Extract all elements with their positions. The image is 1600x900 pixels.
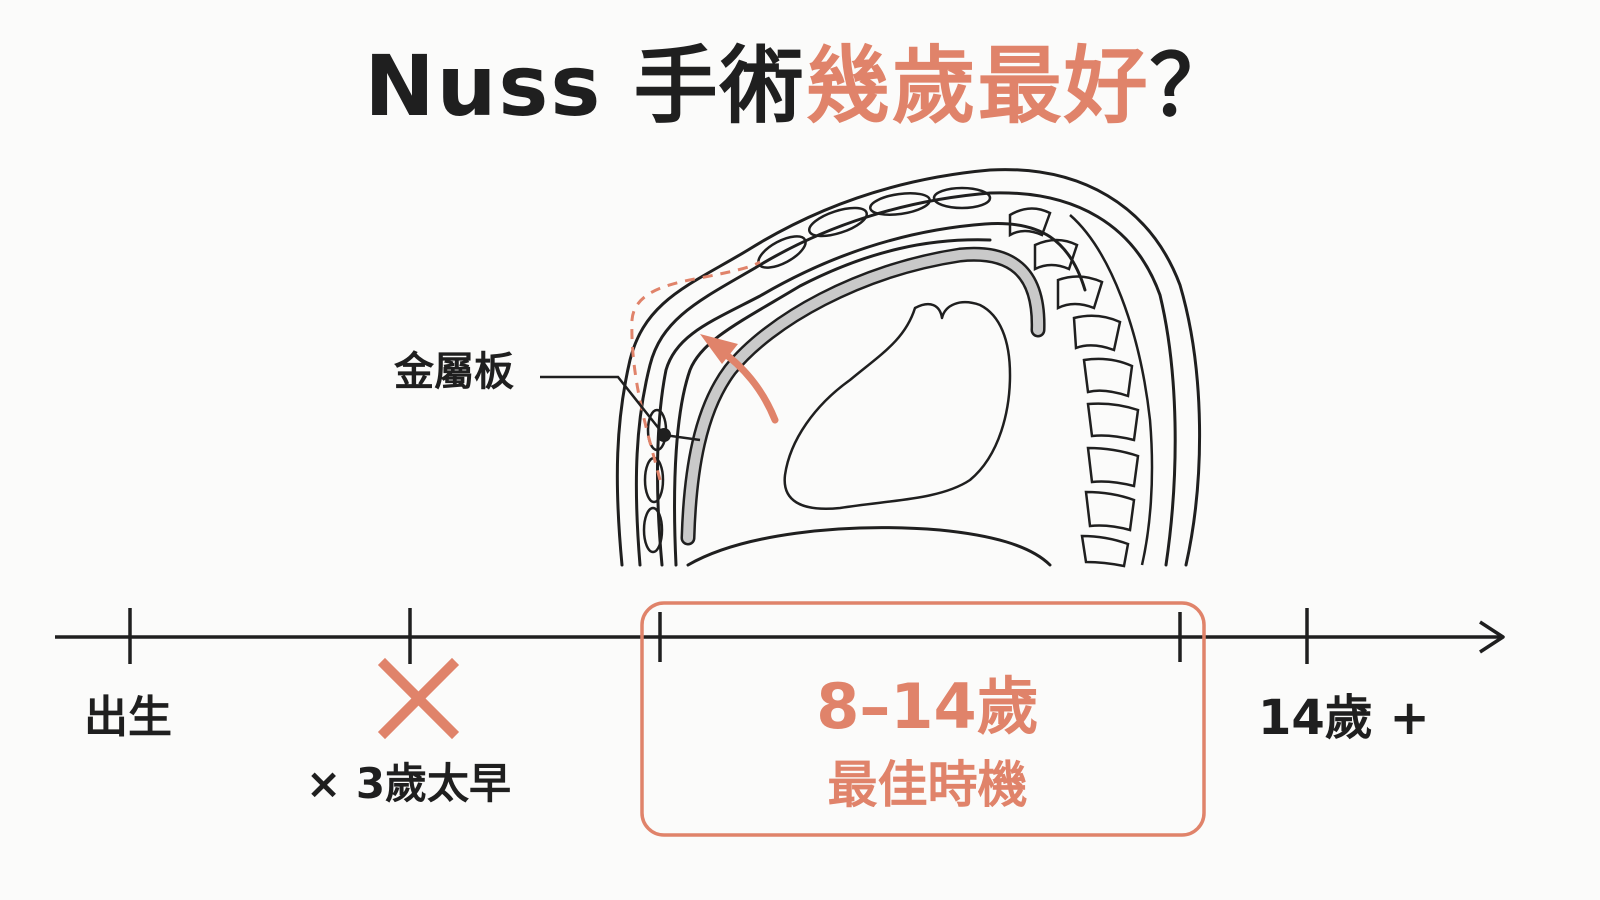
- optimal-age-range: 8–14歲: [816, 670, 1039, 743]
- thoracic-cavity-line: [673, 238, 992, 567]
- pre-correction-contour: [630, 260, 761, 481]
- curved-arrow-icon: [700, 334, 779, 424]
- timeline-label-too-early: × 3歲太早: [306, 759, 512, 808]
- timeline-label-after-14: 14歲 +: [1258, 690, 1430, 746]
- body-outer-contour: [615, 168, 1202, 567]
- skin-inner-contour: [634, 191, 1177, 567]
- timeline: [55, 608, 1505, 664]
- plate-label-leader: [540, 375, 701, 442]
- timeline-label-birth: 出生: [84, 692, 172, 743]
- diaphragm-line: [686, 526, 1052, 567]
- optimal-time-label: 最佳時機: [827, 756, 1028, 814]
- title-question-mark: ？: [1149, 37, 1236, 135]
- arrow-right-icon: [1479, 620, 1505, 654]
- x-mark-icon: [377, 657, 460, 740]
- heart-outline: [783, 301, 1012, 510]
- metal-plate-outline: [680, 246, 1046, 546]
- spine-vertebrae: [1008, 207, 1154, 568]
- metal-plate: [683, 249, 1044, 543]
- metal-plate-label: 金屬板: [394, 349, 514, 395]
- title-question: 幾歲最好: [805, 37, 1150, 135]
- page-title: Nuss 手術幾歲最好？: [0, 36, 1600, 136]
- title-procedure: Nuss 手術: [364, 37, 806, 135]
- optimal-window-box: [640, 601, 1206, 837]
